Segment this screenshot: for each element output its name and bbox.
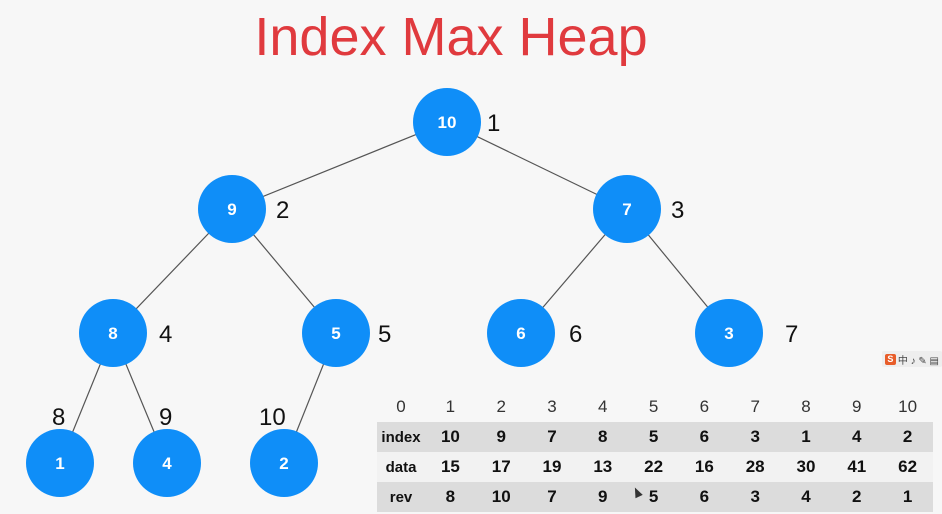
heap-node-value: 10 — [438, 113, 457, 132]
table-cell: 4 — [780, 482, 832, 512]
table-cell: 7 — [526, 482, 578, 512]
table-row-label: data — [377, 452, 425, 482]
heap-position-label: 2 — [276, 197, 289, 224]
heap-node-value: 1 — [55, 454, 64, 473]
table-cell: 19 — [526, 452, 578, 482]
ime-logo-icon: S — [884, 353, 896, 365]
heap-node: 18 — [26, 404, 94, 497]
tree-edge — [231, 121, 448, 210]
table-cell: 13 — [577, 452, 629, 482]
table-cell: 28 — [729, 452, 781, 482]
table-cell: 5 — [628, 422, 679, 452]
table-cell: 9 — [475, 422, 527, 452]
heap-position-label: 6 — [569, 321, 582, 348]
heap-node-circle — [413, 88, 481, 156]
table-header-cell: 5 — [648, 397, 659, 416]
table-header-cell: 4 — [598, 397, 608, 416]
table-row-label: index — [377, 422, 425, 452]
table-cell: 3 — [729, 482, 781, 512]
table-cell: 5 — [628, 482, 679, 512]
heap-node-value: 2 — [279, 454, 288, 473]
table-header-cell: 8 — [801, 397, 811, 416]
heap-node-value: 9 — [227, 200, 236, 219]
ime-toolbar[interactable]: S 中 ♪ ✎ ▤ — [881, 351, 942, 367]
heap-node-circle — [26, 429, 94, 497]
table-cell: 7 — [526, 422, 578, 452]
heap-node-value: 6 — [516, 324, 525, 343]
table-cell: 41 — [831, 452, 883, 482]
table-cell: 2 — [882, 422, 933, 452]
heap-node-circle — [487, 299, 555, 367]
table-cell: 8 — [577, 422, 629, 452]
table-cell: 9 — [577, 482, 629, 512]
heap-position-label: 7 — [785, 321, 798, 348]
table-cell: 30 — [780, 452, 832, 482]
heap-position-label: 1 — [487, 110, 500, 137]
heap-position-label: 8 — [52, 404, 65, 431]
heap-node-value: 7 — [622, 200, 631, 219]
heap-node-value: 4 — [162, 454, 172, 473]
table-header-cell: 10 — [898, 397, 918, 416]
table-header-cell: 1 — [445, 397, 456, 416]
table-cell: 2 — [831, 482, 883, 512]
table-cell: 1 — [780, 422, 832, 452]
table-cell: 62 — [882, 452, 933, 482]
heap-node-value: 8 — [108, 324, 117, 343]
heap-position-label: 9 — [159, 404, 172, 431]
heap-node-circle — [250, 429, 318, 497]
table-cell: 1 — [882, 482, 933, 512]
heap-node-circle — [302, 299, 370, 367]
table-header-cell: 3 — [547, 397, 557, 416]
table-cell: 22 — [628, 452, 679, 482]
table-header-cell: 0 — [396, 397, 406, 416]
table-header-cell: 9 — [852, 397, 862, 416]
heap-node-value: 5 — [331, 324, 340, 343]
ime-status-text: 中 ♪ ✎ ▤ — [897, 355, 939, 367]
heap-node: 2 10 — [250, 404, 318, 497]
table-header-cell: 6 — [699, 397, 710, 416]
table-cell: 17 — [475, 452, 527, 482]
table-cell: 4 — [831, 422, 883, 452]
heap-node: 49 — [133, 404, 201, 497]
table-cell: 3 — [729, 422, 781, 452]
table-cell: 6 — [678, 422, 730, 452]
heap-node-circle — [198, 175, 266, 243]
heap-node-circle — [593, 175, 661, 243]
heap-node-circle — [695, 299, 763, 367]
heap-position-label: 5 — [378, 321, 391, 348]
heap-position-label: 4 — [159, 321, 172, 348]
heap-position-label: 3 — [671, 197, 684, 224]
table-header-row: 0 1 2 3 4 5 6 7 8 9 10 — [377, 392, 933, 422]
heap-node: 10 1 — [413, 88, 500, 156]
table-row-label: rev — [377, 482, 425, 512]
table-header-cell: 2 — [496, 397, 506, 416]
table-cell: 16 — [678, 452, 730, 482]
table-cell: 10 — [475, 482, 527, 512]
table-cell: 8 — [425, 482, 476, 512]
heap-node-circle — [133, 429, 201, 497]
heap-node-circle — [79, 299, 147, 367]
table-cell: 10 — [425, 422, 476, 452]
table-cell: 6 — [678, 482, 730, 512]
heap-node-value: 3 — [724, 324, 733, 343]
table-cell: 15 — [425, 452, 476, 482]
slide-title: Index Max Heap — [254, 7, 648, 67]
table-header-cell: 7 — [750, 397, 760, 416]
heap-position-label: 10 — [259, 404, 286, 431]
